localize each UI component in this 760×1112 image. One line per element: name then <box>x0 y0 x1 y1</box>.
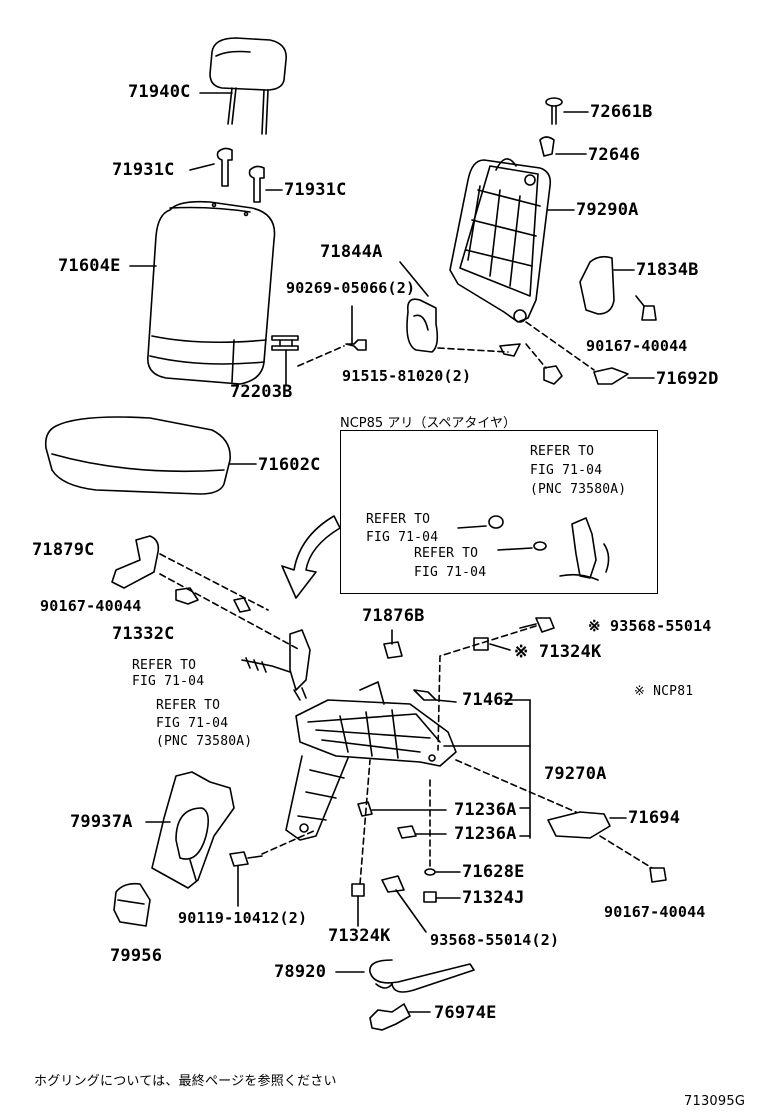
reference-note: REFER TO <box>414 546 479 561</box>
seat-back-part <box>129 200 276 385</box>
cable-part <box>335 959 475 993</box>
part-label-71602c[interactable]: 71602C <box>258 455 321 475</box>
support-bracket-part <box>455 759 667 883</box>
direction-arrow <box>281 515 341 599</box>
seat-belt-buckle-part <box>289 629 311 701</box>
reference-note: FIG 71-04 <box>530 463 603 478</box>
part-label-71628e[interactable]: 71628E <box>462 862 525 882</box>
latch-part <box>383 629 403 659</box>
part-label-93568-55014[interactable]: ※ 93568-55014 <box>588 617 712 635</box>
part-label-71462[interactable]: 71462 <box>462 690 515 710</box>
reference-note: REFER TO <box>132 658 197 673</box>
part-label-93568-55014[interactable]: 93568-55014(2) <box>430 931 560 949</box>
cover-part <box>399 261 439 353</box>
reference-note: REFER TO <box>366 512 431 527</box>
hog-ring-footnote: ホグリングについては、最終ページを参照ください <box>34 1074 337 1089</box>
reference-note: FIG 71-04 <box>366 530 439 545</box>
cap-part <box>113 882 151 927</box>
washer-part <box>423 779 461 903</box>
ncp81-note: ※ NCP81 <box>634 684 694 699</box>
seat-cushion-frame-part <box>285 681 531 841</box>
seat-cushion-part <box>44 416 257 495</box>
part-label-71692d[interactable]: 71692D <box>656 369 719 389</box>
part-label-79290a[interactable]: 79290A <box>576 200 639 220</box>
reference-note: REFER TO <box>530 444 595 459</box>
headrest-support-part <box>189 147 283 203</box>
part-label-71931c[interactable]: 71931C <box>284 180 347 200</box>
part-label-71332c[interactable]: 71332C <box>112 624 175 644</box>
part-label-72661b[interactable]: 72661B <box>590 102 653 122</box>
part-label-71236a[interactable]: 71236A <box>454 824 517 844</box>
hinge-bracket-part <box>111 535 301 651</box>
part-label-79956[interactable]: 79956 <box>110 946 163 966</box>
part-label-71876b[interactable]: 71876B <box>362 606 425 626</box>
part-label-71844a[interactable]: 71844A <box>320 242 383 262</box>
illustration-code: 713095G <box>684 1094 746 1109</box>
part-label-79270a[interactable]: 79270A <box>544 764 607 784</box>
reference-note: FIG 71-04 <box>132 674 205 689</box>
part-label-71694[interactable]: 71694 <box>628 808 681 828</box>
bolt-part <box>437 321 655 385</box>
reference-note: (PNC 73580A) <box>156 734 253 749</box>
bracket-part <box>271 335 299 385</box>
headrest-part <box>199 37 287 135</box>
inset-belt-part <box>457 515 610 581</box>
part-label-90269-05066[interactable]: 90269-05066(2) <box>286 279 416 297</box>
reference-note: FIG 71-04 <box>414 565 487 580</box>
bolt-part <box>351 759 427 933</box>
bolt-part <box>175 587 291 673</box>
part-label-71324k[interactable]: 71324K <box>328 926 391 946</box>
part-label-76974e[interactable]: 76974E <box>434 1003 497 1023</box>
part-label-71324j[interactable]: 71324J <box>462 888 525 908</box>
clip-part <box>369 1003 431 1031</box>
spacer-part <box>357 801 447 839</box>
part-label-78920[interactable]: 78920 <box>274 962 327 982</box>
part-label-90119-10412[interactable]: 90119-10412(2) <box>178 909 308 927</box>
part-label-71931c[interactable]: 71931C <box>112 160 175 180</box>
part-label-71834b[interactable]: 71834B <box>636 260 699 280</box>
part-label-71236a[interactable]: 71236A <box>454 800 517 820</box>
pin-part <box>297 305 367 367</box>
seat-back-frame-part <box>449 158 575 323</box>
part-label-71940c[interactable]: 71940C <box>128 82 191 102</box>
part-label-72646[interactable]: 72646 <box>588 145 641 165</box>
bolt-part <box>229 829 317 907</box>
side-cover-part <box>579 255 657 321</box>
reference-note: FIG 71-04 <box>156 716 229 731</box>
spare-tire-variant-box <box>340 430 658 594</box>
part-label-72203b[interactable]: 72203B <box>230 382 293 402</box>
part-label-71879c[interactable]: 71879C <box>32 540 95 560</box>
reference-note: (PNC 73580A) <box>530 482 627 497</box>
part-label-90167-40044[interactable]: 90167-40044 <box>604 903 706 921</box>
reference-note: REFER TO <box>156 698 221 713</box>
part-label-71324k[interactable]: ※ 71324K <box>514 642 602 662</box>
part-label-71604e[interactable]: 71604E <box>58 256 121 276</box>
part-label-79937a[interactable]: 79937A <box>70 812 133 832</box>
part-label-91515-81020[interactable]: 91515-81020(2) <box>342 367 472 385</box>
frame-cover-part <box>145 771 235 889</box>
knob-part <box>539 97 589 157</box>
part-label-90167-40044[interactable]: 90167-40044 <box>586 337 688 355</box>
part-label-90167-40044[interactable]: 90167-40044 <box>40 597 142 615</box>
variant-box-title: NCP85 アリ（スペアタイヤ） <box>340 416 517 431</box>
bolt-part <box>413 617 555 751</box>
